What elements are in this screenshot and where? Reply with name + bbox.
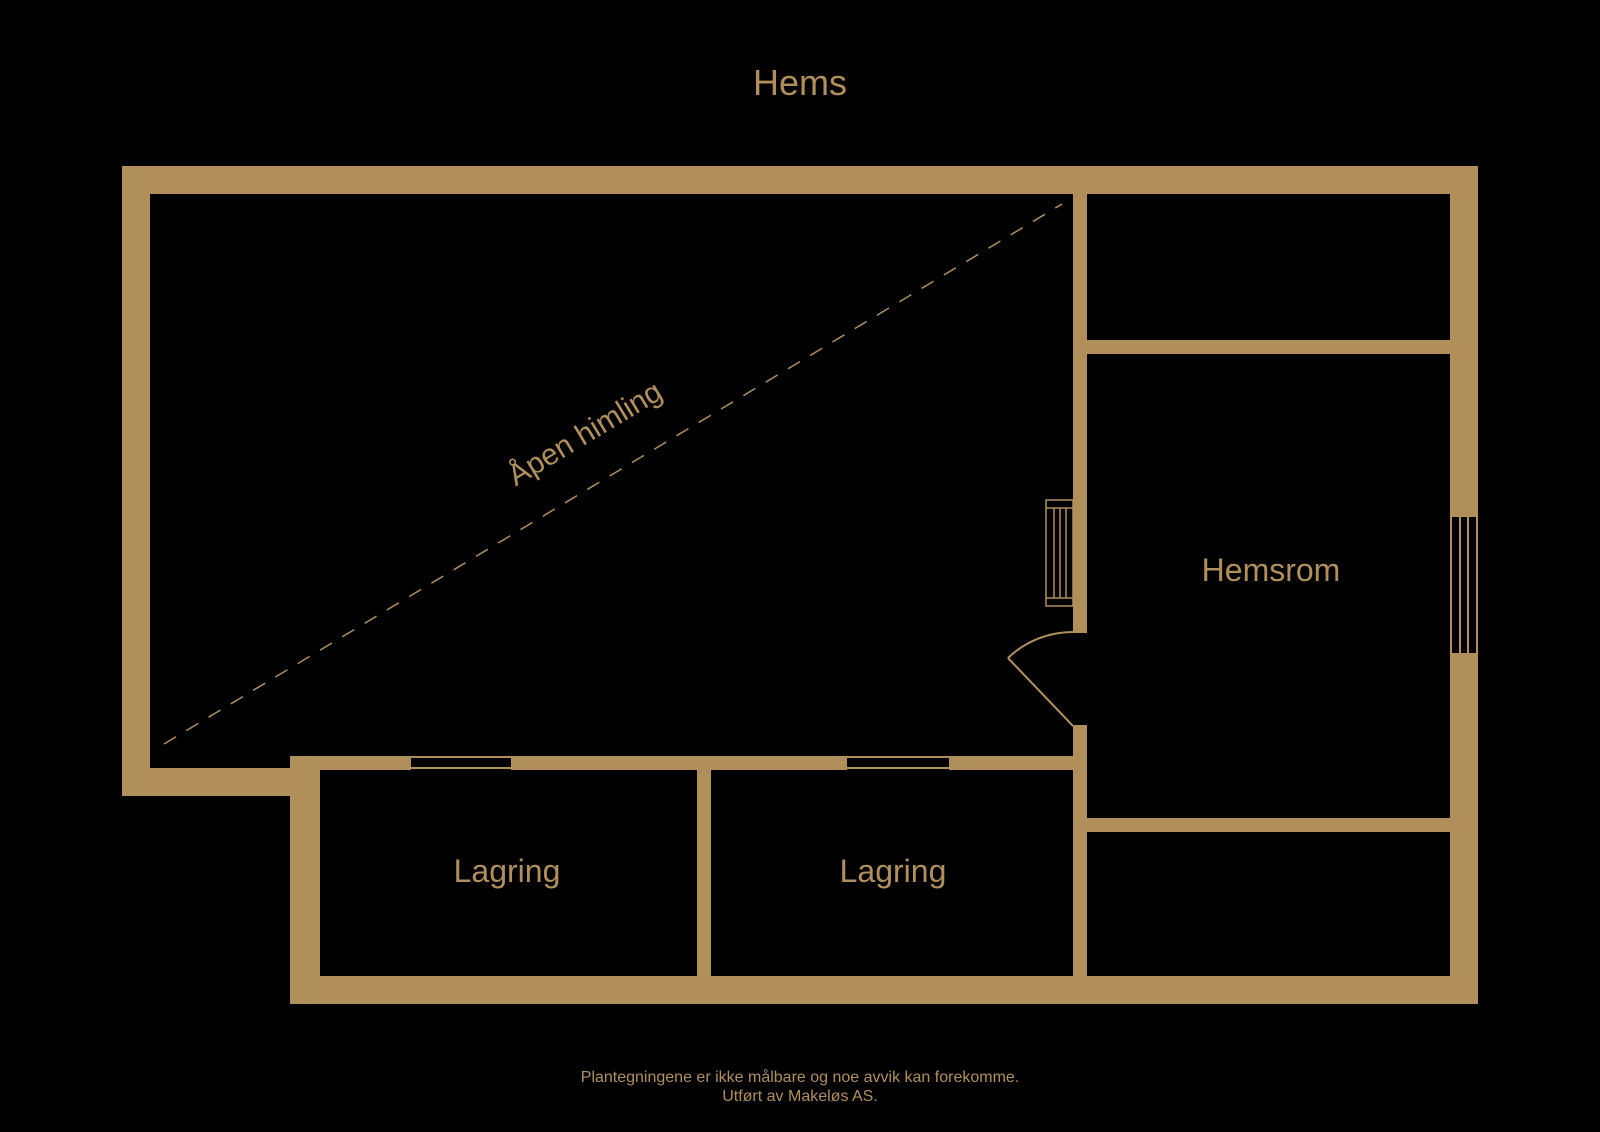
window [1450,515,1478,655]
sliding-door-right [845,756,951,770]
disclaimer-line-2: Utført av Makeløs AS. [722,1088,878,1105]
disclaimer-line-1: Plantegningene er ikke målbare og noe av… [580,1069,1020,1086]
storage-right-label: Lagring [840,853,947,889]
ladder [1045,499,1074,607]
storage-left-label: Lagring [454,853,561,889]
loft-room-label: Hemsrom [1202,552,1341,588]
floor-title: Hems [752,62,847,103]
swing-door [1007,630,1087,727]
interior-walls [290,194,1451,978]
disclaimer: Plantegningene er ikke målbare og noe av… [0,1068,1600,1106]
open-ceiling-line [163,203,1063,745]
open-ceiling-label: Åpen himling [502,375,668,493]
sliding-door-left [409,756,513,770]
outer-walls [122,166,1478,1004]
